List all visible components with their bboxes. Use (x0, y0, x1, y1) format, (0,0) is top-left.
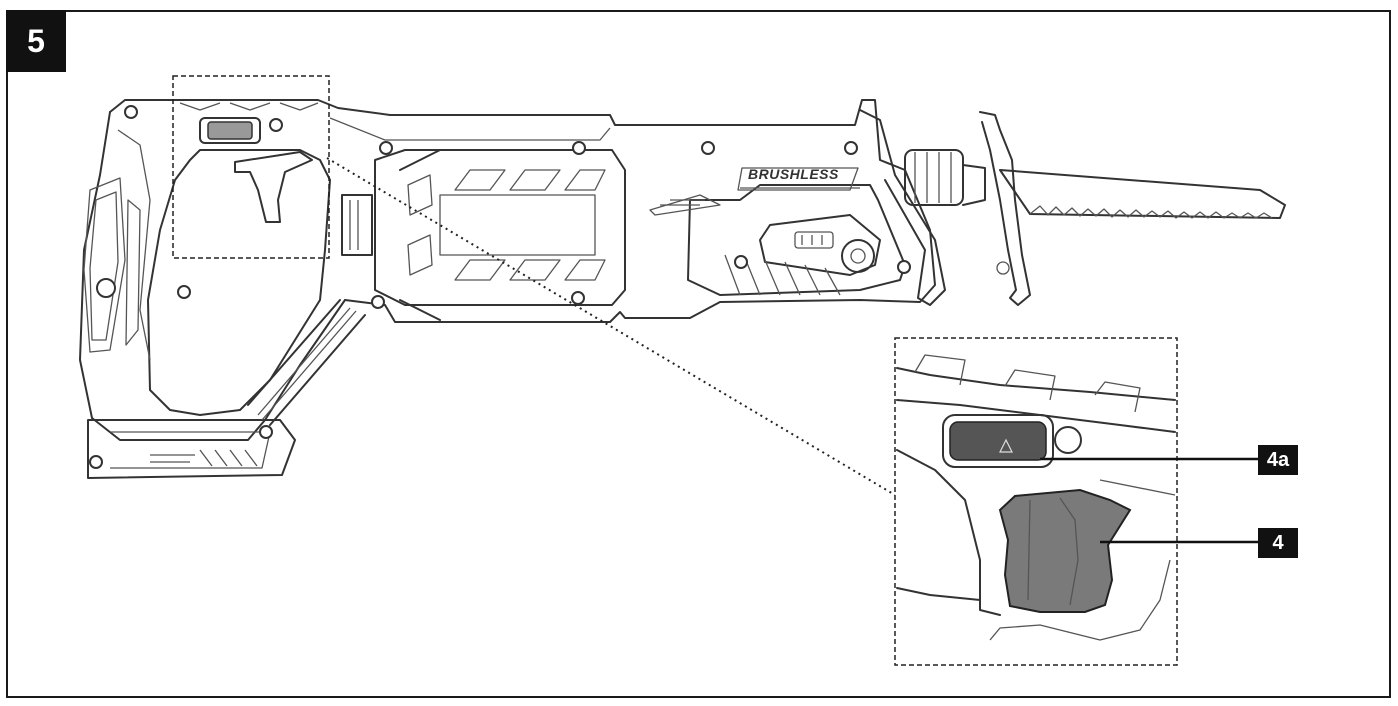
housing-screws (89, 105, 911, 469)
detail-source-box (172, 75, 330, 259)
callout-4a: 4a (1258, 445, 1298, 475)
zoomed-detail-inset (894, 337, 1178, 666)
figure-frame (6, 10, 1391, 698)
brushless-label: BRUSHLESS (748, 166, 839, 182)
detail-leader-line (326, 157, 901, 499)
callout-4: 4 (1258, 528, 1298, 558)
figure-number-badge: 5 (6, 10, 66, 72)
saw-body (79, 99, 1286, 479)
